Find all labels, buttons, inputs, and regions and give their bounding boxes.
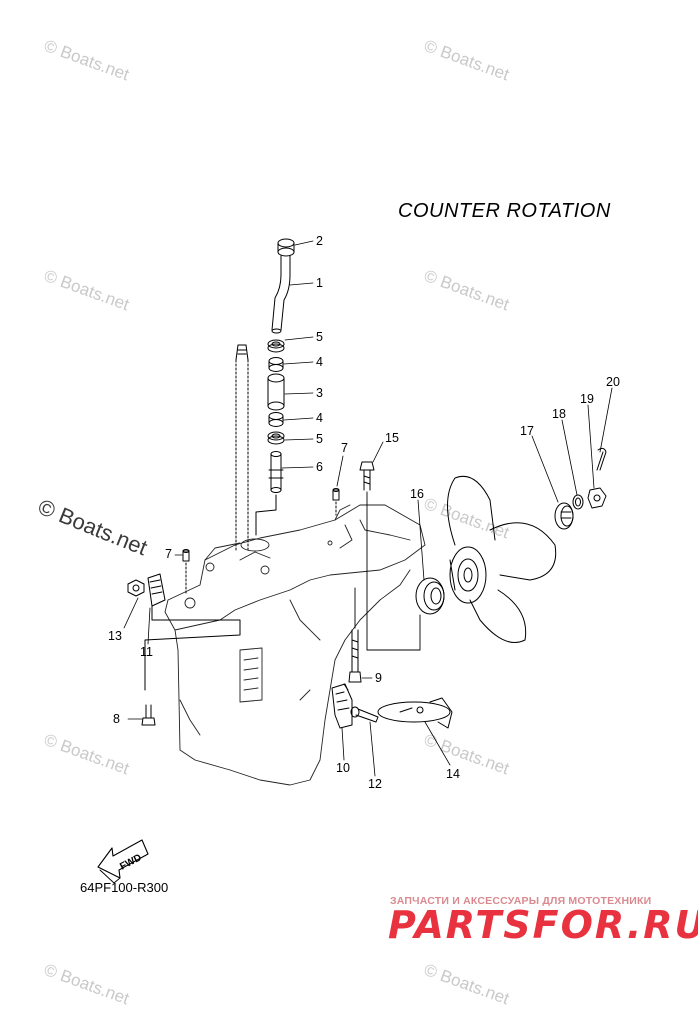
exploded-view-drawing: 2 1 5 4 3 4 5 6 7 15 7 13 11 8 9 10 12 1… <box>97 234 620 884</box>
spacer-17 <box>554 502 574 530</box>
part-number: 5 <box>316 432 323 446</box>
part-number: 8 <box>113 712 120 726</box>
brand-subtitle: ЗАПЧАСТИ И АКСЕССУАРЫ ДЛЯ МОТОТЕХНИКИ <box>390 895 652 907</box>
bolt-8 <box>141 704 156 726</box>
part-number: 3 <box>316 386 323 400</box>
part-number-labels: 2 1 5 4 3 4 5 6 7 15 7 13 11 8 9 10 12 1… <box>108 234 620 791</box>
trim-tab-14 <box>377 697 453 729</box>
part-number: 7 <box>341 441 348 455</box>
screw-12 <box>350 706 379 723</box>
part-number: 15 <box>385 431 399 445</box>
part-number: 7 <box>165 547 172 561</box>
fwd-label: FWD <box>118 852 143 872</box>
part-number: 4 <box>316 355 323 369</box>
bolt-15 <box>359 461 421 651</box>
part-number: 6 <box>316 460 323 474</box>
washer-18 <box>572 494 584 510</box>
part-number: 19 <box>580 392 594 406</box>
bolt-9 <box>348 587 362 683</box>
part-number: 20 <box>606 375 620 389</box>
brand-logo: PARTSFOR.RU <box>388 903 698 947</box>
part-number: 17 <box>520 424 534 438</box>
lower-casing <box>164 504 426 786</box>
cotter-pin-20 <box>596 447 607 471</box>
nut-19 <box>587 487 607 509</box>
part-number: 12 <box>368 777 382 791</box>
part-number: 2 <box>316 234 323 248</box>
part-number: 5 <box>316 330 323 344</box>
fwd-arrow-icon: FWD <box>97 839 149 884</box>
part-number: 10 <box>336 761 350 775</box>
parts-diagram: © Boats.net © Boats.net © Boats.net © Bo… <box>35 36 698 1008</box>
part-number: 11 <box>140 645 153 659</box>
propeller <box>447 475 557 643</box>
part-number: 18 <box>552 407 566 421</box>
anode-11 <box>144 573 241 691</box>
nut-13 <box>127 579 145 597</box>
diagram-code: 64PF100-R300 <box>80 880 169 895</box>
drive-shaft <box>235 344 249 551</box>
diagram-title: COUNTER ROTATION <box>398 200 611 222</box>
anode-10 <box>331 683 353 729</box>
thrust-washer-16 <box>415 577 445 615</box>
part-number: 16 <box>410 487 424 501</box>
water-pipe-assembly <box>255 238 295 536</box>
part-number: 4 <box>316 411 323 425</box>
dowel-pins <box>182 488 340 596</box>
leader-lines <box>123 240 613 777</box>
part-number: 1 <box>316 276 323 290</box>
part-number: 13 <box>108 629 122 643</box>
part-number: 14 <box>446 767 460 781</box>
part-number: 9 <box>375 671 382 685</box>
